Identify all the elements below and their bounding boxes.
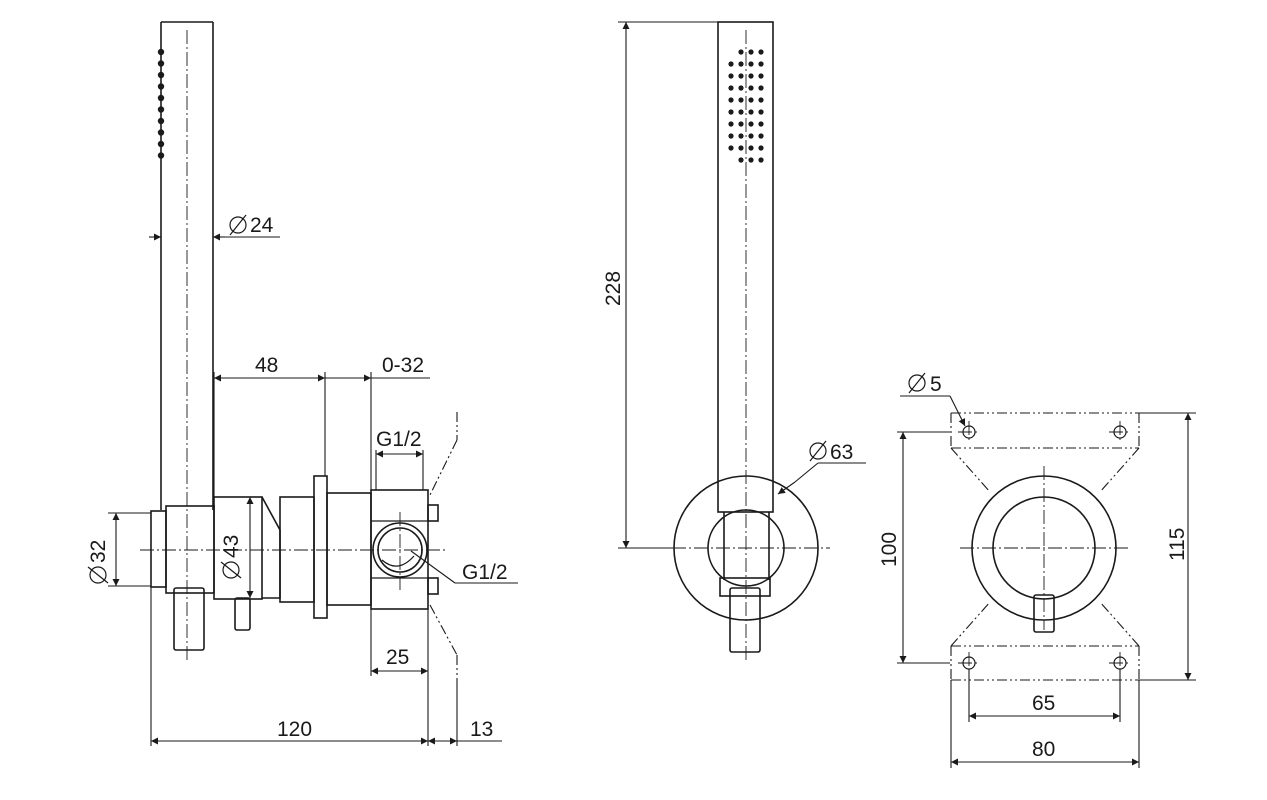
nozzle-dot: [728, 109, 734, 115]
nozzle-dot: [758, 145, 764, 151]
nozzle-dot: [157, 71, 165, 79]
nozzle-dot: [738, 145, 744, 151]
dim-32-label: 32: [87, 540, 110, 563]
nozzle-dot: [728, 61, 734, 67]
dim-rosette-diameter: 63: [777, 440, 866, 495]
dim-depth-adjust: 0-32: [325, 354, 430, 490]
nozzle-dot: [738, 49, 744, 55]
nozzle-dot: [748, 97, 754, 103]
dim-13-label: 13: [470, 718, 493, 741]
nozzle-dot: [157, 83, 165, 90]
nozzle-dot: [748, 61, 754, 67]
side-handshower: [160, 21, 214, 660]
dim-80-label: 80: [1032, 738, 1055, 761]
front-rosette: [628, 475, 830, 653]
dim-depth-48: 48: [213, 354, 326, 497]
nozzle-dot: [157, 129, 165, 136]
dim-box-height-inner: 100: [878, 431, 950, 664]
side-valve-body: [140, 475, 445, 631]
nozzle-dot: [738, 85, 744, 91]
nozzle-dot: [748, 145, 754, 151]
dim-hole-diameter: 5: [900, 372, 966, 427]
side-wall-lines: [429, 412, 458, 688]
dim-228-label: 228: [602, 271, 625, 306]
nozzle-dot: [748, 49, 754, 55]
nozzle-dot: [157, 106, 165, 113]
dim-5-label: 5: [930, 373, 942, 396]
dim-box-width-outer: 80: [950, 680, 1140, 768]
nozzle-dot: [738, 121, 744, 127]
nozzle-dot: [748, 85, 754, 91]
nozzle-dot: [758, 97, 764, 103]
side-nozzle-dots: [157, 48, 165, 159]
box-mounting-holes: [958, 421, 1131, 674]
dim-115-label: 115: [1166, 528, 1189, 561]
box-outline: [950, 412, 1140, 681]
dim-24-label: 24: [250, 214, 274, 237]
dim-100-label: 100: [878, 532, 901, 567]
nozzle-dot: [728, 85, 734, 91]
dim-43-label: 43: [220, 535, 243, 558]
nozzle-dot: [748, 73, 754, 79]
nozzle-dot: [728, 121, 734, 127]
dim-thread-top: G1/2: [375, 428, 424, 490]
nozzle-dot: [728, 97, 734, 103]
nozzle-dot: [738, 61, 744, 67]
dim-thread-side: G1/2: [410, 550, 518, 584]
nozzle-dot: [738, 157, 744, 163]
dim-connector-diameter: 32: [87, 512, 151, 587]
nozzle-dot: [758, 109, 764, 115]
dim-25-label: 25: [386, 646, 409, 669]
dim-box-height-outer: 115: [1139, 412, 1196, 681]
dim-depth-25: 25: [370, 609, 429, 746]
nozzle-dot: [157, 117, 165, 125]
nozzle-dot: [157, 152, 165, 159]
front-handshower: [717, 21, 774, 660]
dim-handshower-diameter: 24: [149, 214, 280, 241]
front-nozzle-grid: [728, 49, 764, 163]
dim-g12-side-label: G1/2: [462, 561, 508, 584]
dim-depth-13: 13: [428, 688, 502, 746]
nozzle-dot: [748, 121, 754, 127]
nozzle-dot: [758, 133, 764, 139]
nozzle-dot: [738, 73, 744, 79]
dim-63-label: 63: [830, 441, 853, 464]
nozzle-dot: [758, 121, 764, 127]
front-view: 228 63: [602, 21, 866, 660]
nozzle-dot: [157, 140, 165, 148]
nozzle-dot: [738, 133, 744, 139]
nozzle-dot: [728, 133, 734, 139]
nozzle-dot: [758, 61, 764, 67]
box-rosette: [960, 466, 1130, 633]
nozzle-dot: [157, 60, 165, 67]
dim-depth-total: 120: [150, 587, 428, 746]
dim-g12-top-label: G1/2: [376, 428, 422, 451]
side-hose-connector: [150, 505, 215, 651]
nozzle-dot: [738, 109, 744, 115]
nozzle-dot: [758, 49, 764, 55]
nozzle-dot: [748, 133, 754, 139]
nozzle-dot: [157, 48, 165, 56]
nozzle-dot: [738, 97, 744, 103]
dim-0-32-label: 0-32: [382, 354, 424, 377]
nozzle-dot: [728, 145, 734, 151]
nozzle-dot: [157, 94, 165, 102]
box-view: 5 100 115 65 80: [878, 372, 1196, 768]
nozzle-dot: [748, 109, 754, 115]
nozzle-dot: [758, 73, 764, 79]
dim-65-label: 65: [1032, 692, 1055, 715]
dim-48-label: 48: [255, 354, 278, 377]
dim-handshower-length: 228: [602, 21, 718, 549]
nozzle-dot: [748, 157, 754, 163]
dim-box-width-inner: 65: [968, 669, 1121, 722]
nozzle-dot: [728, 73, 734, 79]
dim-body-diameter: 43: [220, 497, 254, 598]
dim-120-label: 120: [277, 718, 312, 741]
nozzle-dot: [758, 85, 764, 91]
side-view: 24 48 0-32 G1/2 G1/2: [87, 21, 518, 746]
nozzle-dot: [758, 157, 764, 163]
